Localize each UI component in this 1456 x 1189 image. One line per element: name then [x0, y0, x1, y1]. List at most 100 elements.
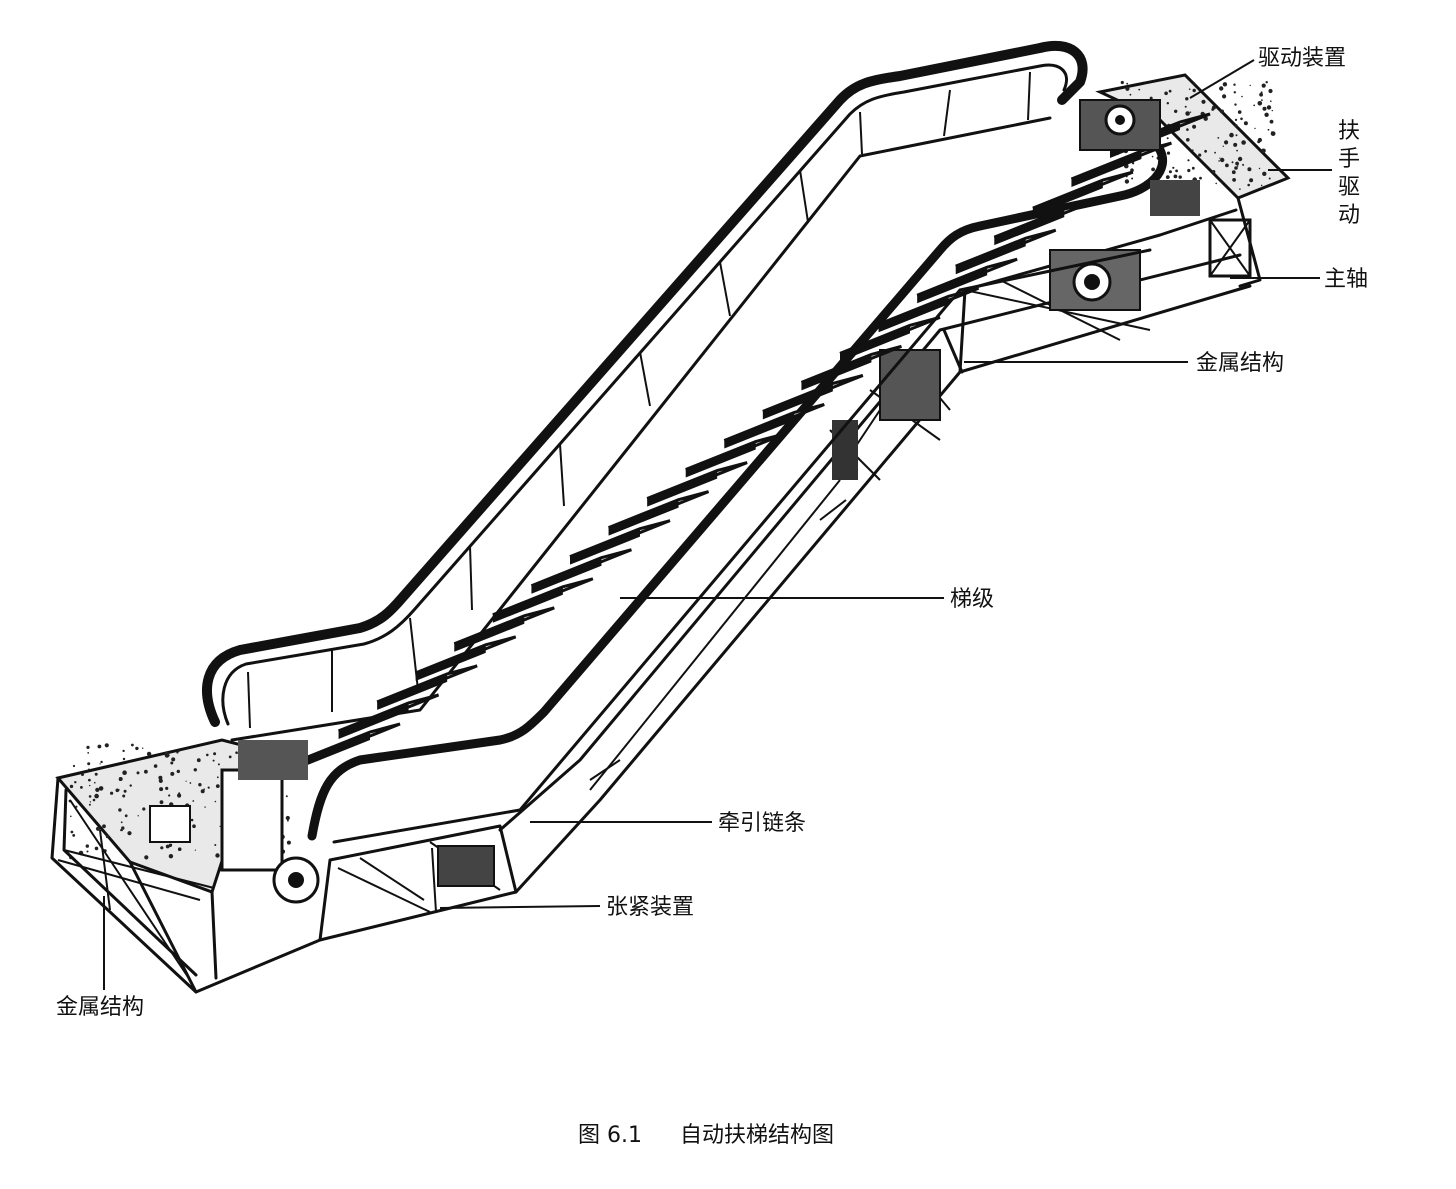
texture-speck: [203, 788, 205, 790]
texture-speck: [1254, 127, 1256, 130]
texture-speck: [94, 846, 99, 851]
texture-speck: [192, 800, 195, 802]
escalator-drawing: [50, 40, 1291, 994]
texture-speck: [1149, 96, 1153, 100]
texture-speck: [1184, 105, 1187, 108]
texture-speck: [1258, 167, 1261, 170]
step-riser: [840, 325, 910, 362]
texture-speck: [104, 743, 109, 748]
texture-speck: [122, 749, 125, 753]
texture-speck: [86, 850, 89, 853]
texture-speck: [1253, 104, 1256, 107]
label-steps: 梯级: [950, 587, 994, 612]
texture-speck: [1166, 137, 1169, 140]
texture-speck: [1125, 86, 1130, 91]
texture-speck: [1268, 88, 1273, 94]
texture-speck: [70, 815, 72, 818]
texture-speck: [131, 743, 134, 747]
texture-speck: [1166, 151, 1171, 155]
texture-speck: [1212, 170, 1216, 174]
handrail: [202, 40, 1088, 742]
step-riser: [531, 557, 602, 594]
texture-speck: [1129, 93, 1132, 96]
step-riser: [647, 470, 718, 507]
texture-speck: [164, 751, 170, 757]
texture-speck: [216, 776, 219, 779]
texture-speck: [81, 773, 84, 776]
step-riser: [955, 238, 1026, 275]
texture-speck: [1192, 88, 1196, 93]
texture-speck: [198, 783, 202, 787]
texture-speck: [144, 769, 148, 774]
texture-speck: [1217, 137, 1220, 139]
texture-speck: [1220, 181, 1223, 184]
label-handrail-drive-4: 动: [1338, 203, 1360, 228]
texture-speck: [1138, 88, 1141, 91]
texture-speck: [70, 830, 74, 834]
texture-speck: [102, 824, 106, 829]
upper-truss: [958, 196, 1262, 374]
leader-traction-chain-diag: [589, 479, 841, 791]
texture-speck: [204, 806, 206, 808]
figure-caption: 图 6.1 自动扶梯结构图: [578, 1123, 834, 1148]
texture-speck: [285, 795, 288, 798]
texture-speck: [1225, 187, 1227, 189]
texture-speck: [1264, 112, 1269, 118]
texture-speck: [124, 814, 128, 818]
texture-speck: [1186, 128, 1189, 131]
texture-speck: [1175, 169, 1178, 173]
texture-speck: [127, 831, 132, 836]
step-riser: [454, 615, 525, 652]
texture-speck: [1240, 117, 1243, 121]
texture-speck: [115, 788, 120, 793]
texture-speck: [1211, 105, 1216, 110]
inner-handrail: [307, 135, 1168, 844]
texture-speck: [1233, 83, 1236, 86]
texture-speck: [118, 789, 120, 791]
texture-speck: [165, 786, 169, 791]
texture-speck: [1215, 182, 1217, 185]
lower-incline-truss: [318, 824, 518, 942]
texture-speck: [1233, 91, 1237, 94]
texture-speck: [135, 746, 139, 751]
texture-speck: [206, 753, 209, 757]
texture-speck: [178, 792, 181, 795]
label-metal-structure-upper: 金属结构: [1196, 351, 1284, 376]
texture-speck: [1204, 149, 1207, 153]
texture-speck: [87, 762, 91, 766]
texture-speck: [95, 826, 101, 831]
texture-speck: [1249, 178, 1254, 183]
step-riser: [878, 296, 949, 333]
texture-speck: [74, 781, 77, 784]
texture-speck: [1131, 177, 1134, 180]
texture-speck: [1262, 171, 1267, 176]
texture-speck: [92, 798, 96, 802]
texture-speck: [194, 849, 196, 851]
texture-speck: [185, 780, 187, 782]
texture-speck: [1262, 106, 1267, 111]
texture-speck: [1266, 105, 1272, 110]
texture-speck: [1222, 94, 1227, 99]
texture-speck: [1247, 167, 1252, 172]
texture-speck: [159, 787, 164, 792]
texture-speck: [1235, 161, 1239, 166]
texture-speck: [122, 770, 127, 775]
texture-speck: [1237, 156, 1243, 162]
step-riser: [917, 267, 988, 304]
texture-speck: [1257, 137, 1262, 143]
texture-speck: [1199, 176, 1202, 180]
texture-speck: [1185, 97, 1189, 101]
texture-speck: [69, 784, 74, 789]
texture-speck: [214, 800, 217, 803]
texture-speck: [123, 789, 127, 793]
texture-speck: [72, 764, 76, 768]
step-riser: [338, 702, 409, 739]
texture-speck: [88, 768, 90, 770]
label-traction-chain: 牵引链条: [718, 811, 806, 836]
texture-speck: [1126, 82, 1129, 85]
texture-speck: [1271, 109, 1274, 112]
texture-speck: [118, 808, 122, 812]
texture-speck: [158, 778, 163, 784]
texture-speck: [213, 752, 217, 756]
